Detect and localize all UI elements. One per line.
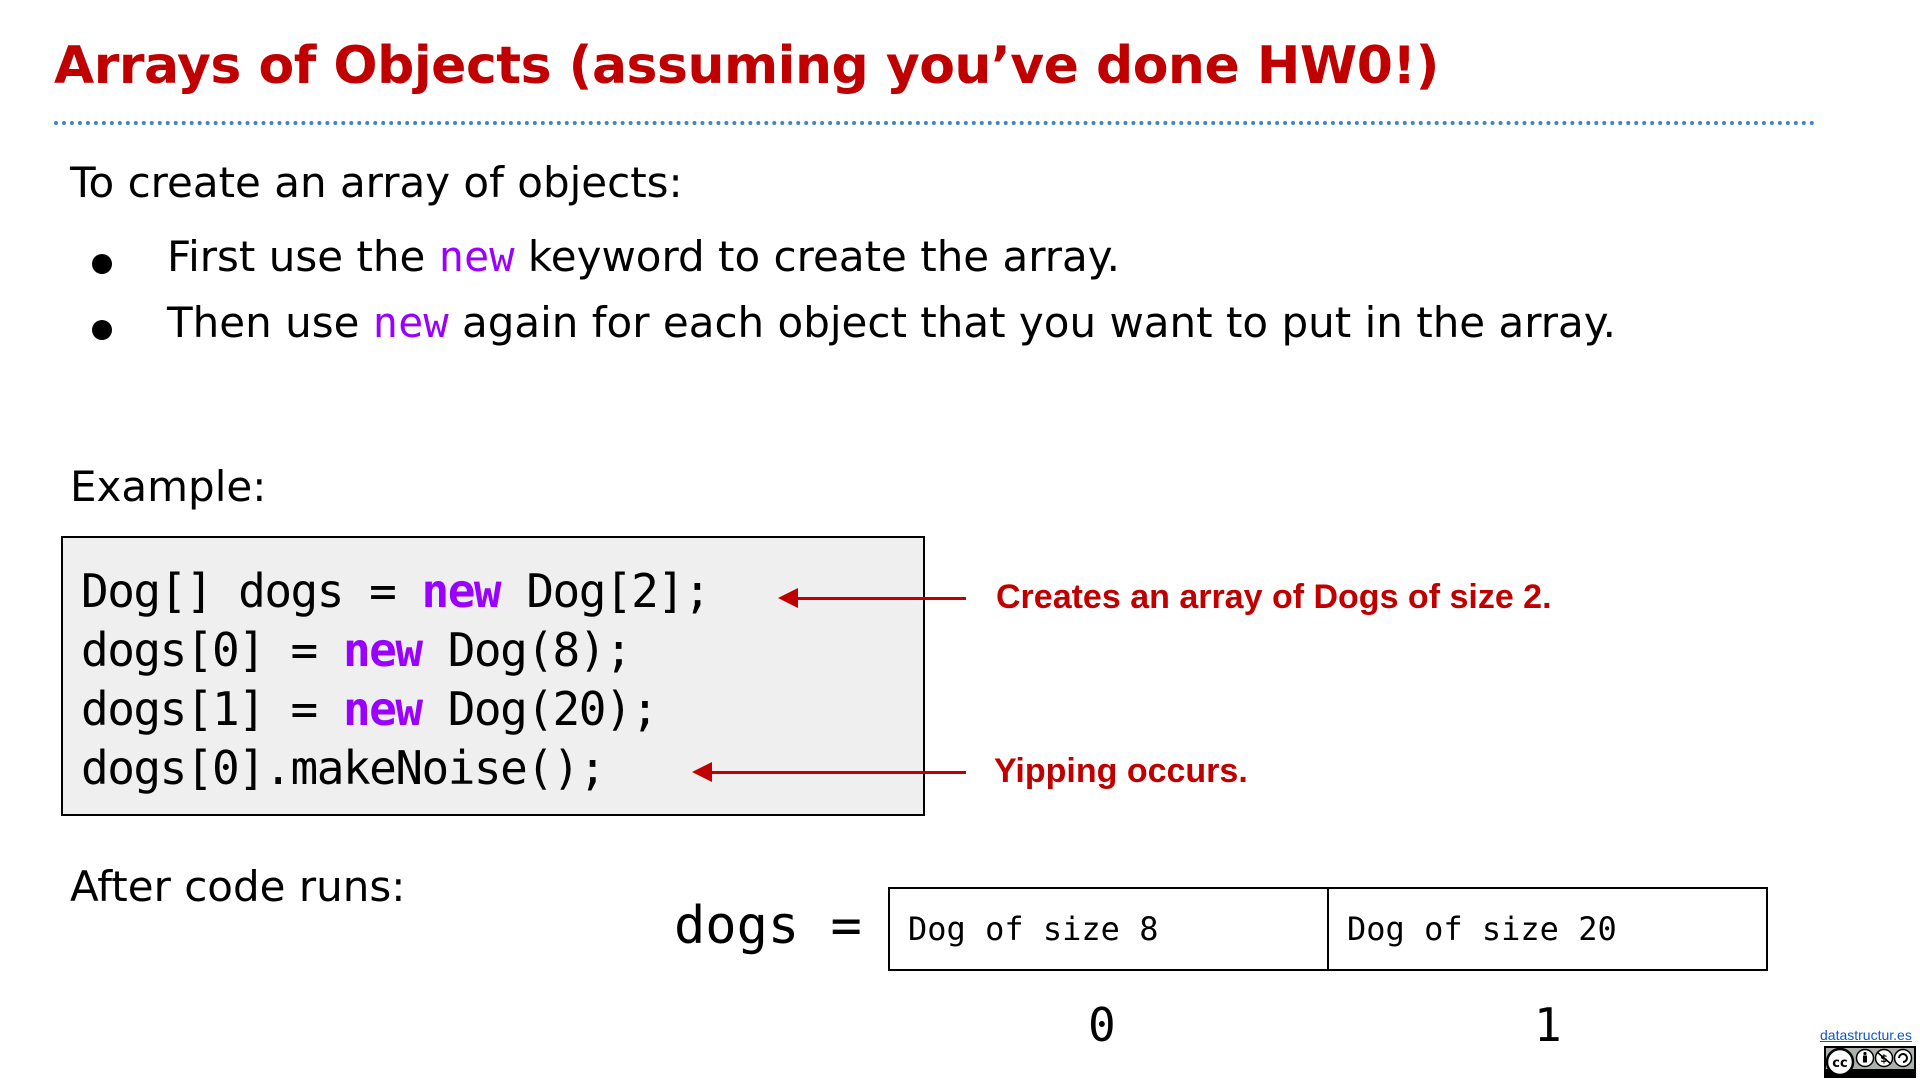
svg-text:cc: cc	[1832, 1056, 1847, 1071]
array-index-label: 0	[1088, 998, 1116, 1052]
bullet-item: Then use new again for each object that …	[0, 298, 1616, 364]
bullet-dot-icon	[92, 320, 112, 340]
keyword-new: new	[342, 623, 423, 677]
slide-title: Arrays of Objects (assuming you’ve done …	[54, 36, 1439, 96]
annotation-array-creation: Creates an array of Dogs of size 2.	[996, 578, 1552, 616]
code-line: dogs[1] = new Dog(20);	[81, 682, 659, 736]
annotation-yipping: Yipping occurs.	[994, 752, 1248, 790]
code-line: dogs[0] = new Dog(8);	[81, 623, 633, 677]
array-index-label: 1	[1534, 998, 1562, 1052]
code-text: Dog[2];	[500, 564, 711, 618]
array-cell: Dog of size 20	[1327, 889, 1766, 969]
array-variable-label: dogs =	[674, 896, 862, 956]
cc-by-nc-sa-badge-icon: cc $	[1824, 1046, 1916, 1078]
keyword-new: new	[438, 232, 515, 281]
code-text: dogs[0] =	[81, 623, 343, 677]
code-text: Dog(8);	[421, 623, 633, 677]
code-text: Dog[] dogs =	[81, 564, 422, 618]
bullet-text-before: Then use	[167, 298, 373, 347]
intro-text: To create an array of objects:	[70, 158, 683, 207]
code-text: dogs[0].makeNoise();	[81, 741, 606, 795]
bullet-item: First use the new keyword to create the …	[0, 232, 1616, 298]
code-line: Dog[] dogs = new Dog[2];	[81, 564, 711, 618]
keyword-new: new	[342, 682, 423, 736]
array-diagram: Dog of size 8 Dog of size 20	[888, 887, 1768, 971]
bullet-text-after: keyword to create the array.	[514, 232, 1120, 281]
example-label: Example:	[70, 462, 267, 511]
code-block: Dog[] dogs = new Dog[2]; dogs[0] = new D…	[61, 536, 925, 816]
code-line: dogs[0].makeNoise();	[81, 741, 606, 795]
keyword-new: new	[372, 298, 449, 347]
bullet-text-after: again for each object that you want to p…	[448, 298, 1616, 347]
bullet-text-before: First use the	[167, 232, 439, 281]
credit-link[interactable]: datastructur.es	[1820, 1027, 1912, 1043]
array-cell: Dog of size 8	[908, 910, 1159, 948]
title-divider	[54, 121, 1816, 125]
code-text: dogs[1] =	[81, 682, 343, 736]
after-code-label: After code runs:	[70, 862, 406, 911]
bullet-list: First use the new keyword to create the …	[0, 232, 1616, 364]
arrow-left-icon	[692, 762, 966, 782]
code-text: Dog(20);	[421, 682, 659, 736]
keyword-new: new	[421, 564, 502, 618]
arrow-left-icon	[778, 588, 966, 608]
bullet-dot-icon	[92, 254, 112, 274]
